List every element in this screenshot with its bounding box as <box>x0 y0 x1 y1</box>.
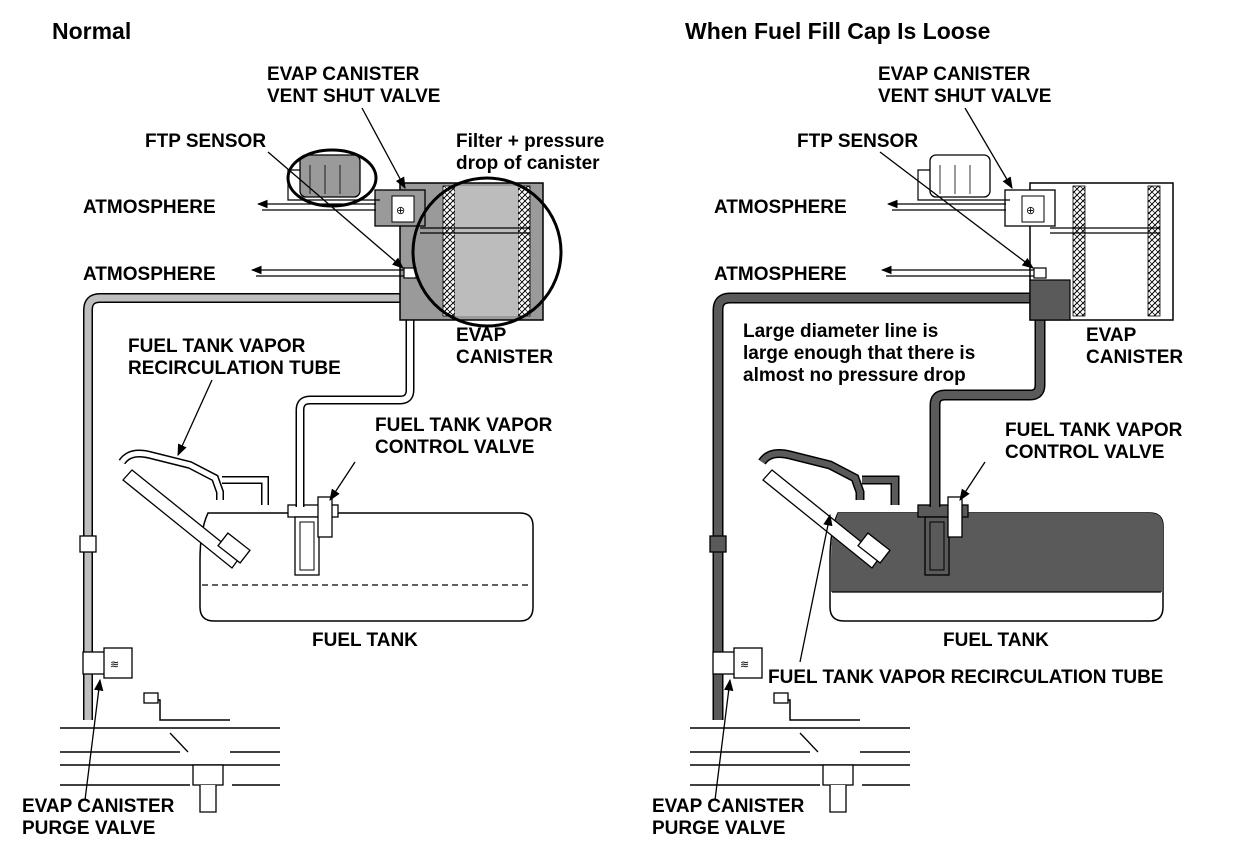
normal-atmosphere-upper: ATMOSPHERE <box>83 197 216 218</box>
normal-canister-label-2: CANISTER <box>456 347 554 368</box>
normal-control-valve-label-2: CONTROL VALVE <box>375 437 535 458</box>
normal-fuel-tank-label: FUEL TANK <box>312 630 418 651</box>
normal-canister-label-1: EVAP <box>456 325 507 346</box>
normal-purge-valve-label-2: PURGE VALVE <box>22 818 156 839</box>
svg-text:≋: ≋ <box>110 659 119 671</box>
normal-title: Normal <box>52 18 132 44</box>
normal-recirc-tube-label-1: FUEL TANK VAPOR <box>128 336 306 357</box>
normal-recirc-tube-label-2: RECIRCULATION TUBE <box>128 358 341 379</box>
normal-atmosphere-lower: ATMOSPHERE <box>83 264 216 285</box>
loose-canister-label-2: CANISTER <box>1086 347 1184 368</box>
loose-canister-label-1: EVAP <box>1086 325 1137 346</box>
svg-text:≋: ≋ <box>740 659 749 671</box>
normal-control-valve-label-1: FUEL TANK VAPOR <box>375 415 553 436</box>
loose-control-valve-label-1: FUEL TANK VAPOR <box>1005 420 1183 441</box>
loose-recirc-tube-label: FUEL TANK VAPOR RECIRCULATION TUBE <box>768 667 1164 688</box>
loose-line-note-1: Large diameter line is <box>743 321 939 342</box>
normal-vent-valve-label-2: VENT SHUT VALVE <box>267 86 441 107</box>
loose-vent-valve-label-1: EVAP CANISTER <box>878 64 1031 85</box>
loose-line-note-3: almost no pressure drop <box>743 365 966 386</box>
loose-atmosphere-upper: ATMOSPHERE <box>714 197 847 218</box>
normal-fuel-tank <box>199 512 534 622</box>
normal-purge-valve-label-1: EVAP CANISTER <box>22 796 175 817</box>
loose-purge-valve-label-1: EVAP CANISTER <box>652 796 805 817</box>
svg-text:⊕: ⊕ <box>1026 205 1035 217</box>
normal-panel: ≋ ⊕ <box>60 107 563 813</box>
loose-fuel-tank-label: FUEL TANK <box>943 630 1049 651</box>
normal-vent-valve-label-1: EVAP CANISTER <box>267 64 420 85</box>
loose-control-valve-label-2: CONTROL VALVE <box>1005 442 1165 463</box>
normal-filter-note-1: Filter + pressure <box>456 131 605 152</box>
loose-vent-valve-label-2: VENT SHUT VALVE <box>878 86 1052 107</box>
normal-filter-note-2: drop of canister <box>456 153 600 174</box>
normal-ftp-sensor-label: FTP SENSOR <box>145 131 267 152</box>
loose-atmosphere-lower: ATMOSPHERE <box>714 264 847 285</box>
loose-line-note-2: large enough that there is <box>743 343 976 364</box>
loose-title: When Fuel Fill Cap Is Loose <box>685 18 991 44</box>
loose-panel: ≋ ⊕ <box>690 107 1174 813</box>
svg-text:⊕: ⊕ <box>396 205 405 217</box>
loose-purge-valve-label-2: PURGE VALVE <box>652 818 786 839</box>
loose-ftp-sensor-label: FTP SENSOR <box>797 131 919 152</box>
